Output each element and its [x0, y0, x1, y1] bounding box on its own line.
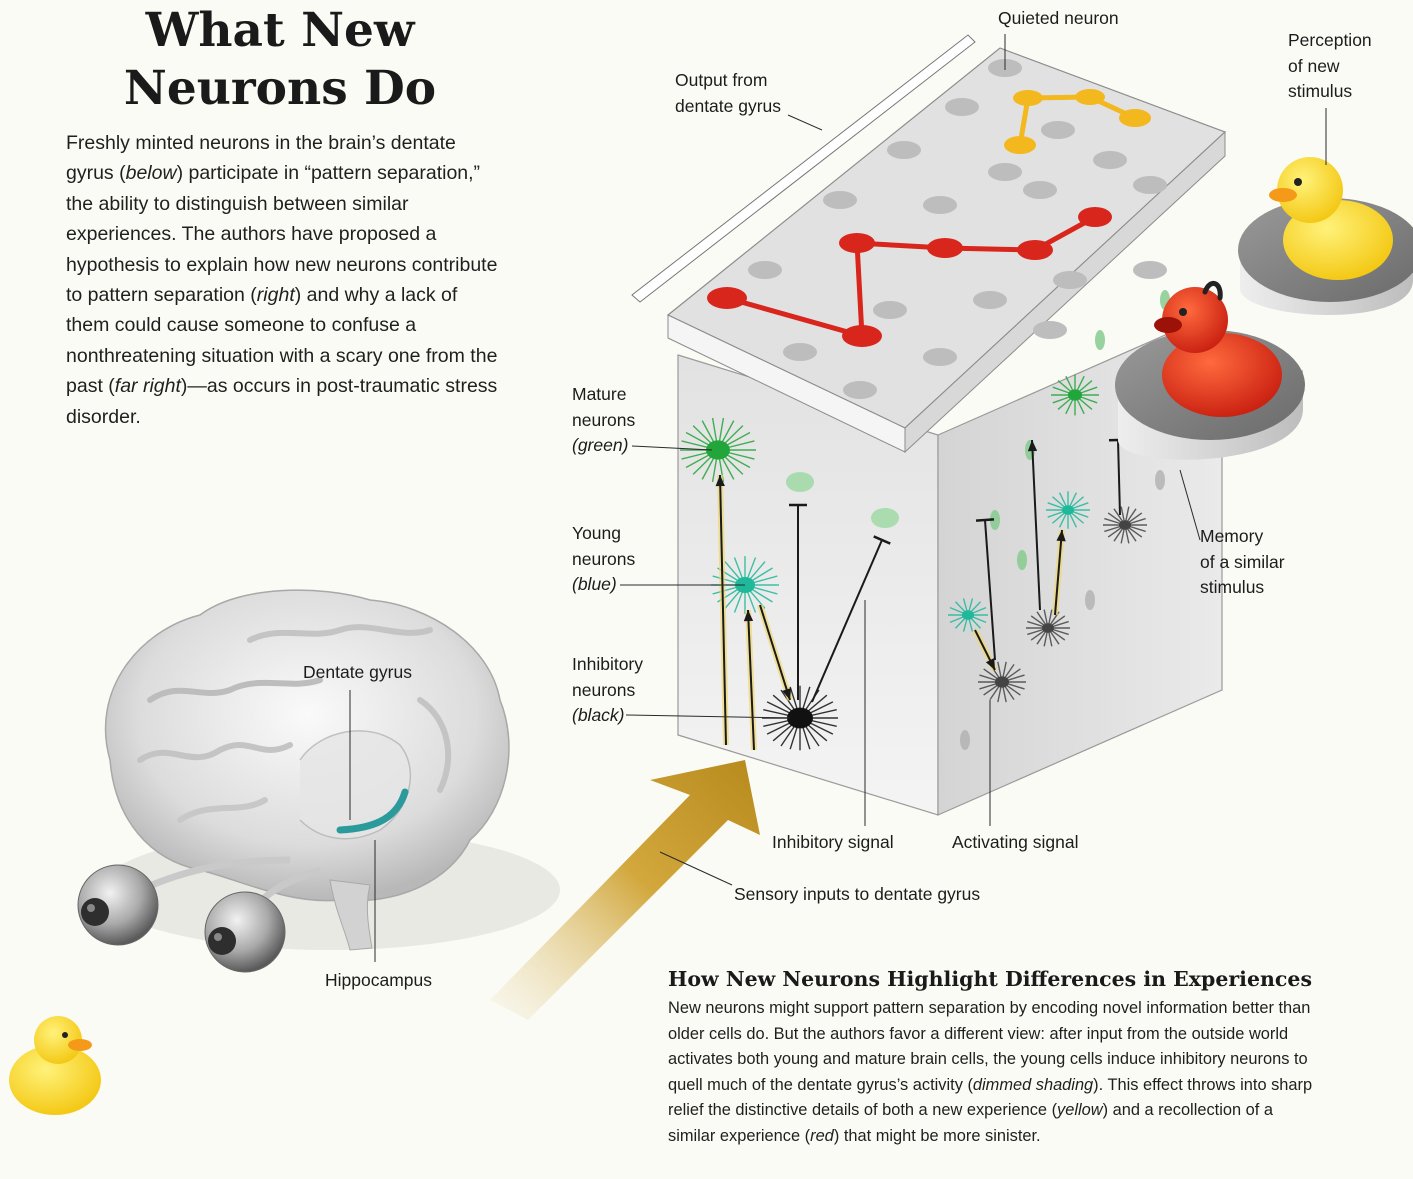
dimmed-neuron: [786, 472, 814, 492]
label-perception: Perception of new stimulus: [1288, 28, 1372, 105]
label-output: Output from dentate gyrus: [675, 68, 781, 119]
quieted-neuron-dot: [923, 196, 957, 214]
dimmed-neuron-side: [1085, 590, 1095, 610]
label-memory-line: Memory: [1200, 524, 1285, 550]
dimmed-neuron-side: [1095, 330, 1105, 350]
label-memory-line: of a similar: [1200, 550, 1285, 576]
label-activating-signal: Activating signal: [952, 830, 1078, 856]
quieted-neuron-dot: [945, 98, 979, 116]
caption-block: How New Neurons Highlight Differences in…: [668, 964, 1348, 1149]
quieted-neuron-dot: [1093, 151, 1127, 169]
quieted-neuron-dot: [748, 261, 782, 279]
quieted-neuron-dot: [1053, 271, 1087, 289]
mature-neuron-side: [1051, 375, 1099, 416]
dimmed-neuron-side: [1155, 470, 1165, 490]
label-mature-line: neurons: [572, 408, 635, 434]
label-perception-line: of new: [1288, 54, 1372, 80]
label-inhibitory-line: Inhibitory: [572, 652, 643, 678]
quieted-neuron-dot: [1023, 181, 1057, 199]
label-quieted-neuron: Quieted neuron: [998, 6, 1119, 32]
quieted-neuron-dot: [1133, 261, 1167, 279]
label-inhibitory-neurons: Inhibitory neurons (black): [572, 652, 643, 729]
quieted-neuron-dot: [1033, 321, 1067, 339]
quieted-neuron-dot: [923, 348, 957, 366]
caption-run: red: [810, 1127, 834, 1145]
intro-run: below: [126, 162, 177, 184]
quieted-neuron-dot: [973, 291, 1007, 309]
dimmed-neuron: [871, 508, 899, 528]
label-memory: Memory of a similar stimulus: [1200, 524, 1285, 601]
intro-paragraph: Freshly minted neurons in the brain’s de…: [66, 128, 506, 432]
label-inhibitory-line: neurons: [572, 678, 643, 704]
caption-text: New neurons might support pattern separa…: [668, 996, 1318, 1149]
label-young-line: Young: [572, 521, 635, 547]
rubber-duck-yellow-icon: [9, 1016, 101, 1115]
eyeball-icon: [78, 865, 158, 945]
label-mature-neurons: Mature neurons (green): [572, 382, 635, 459]
label-mature-line: Mature: [572, 382, 635, 408]
quieted-neuron-dot: [1041, 121, 1075, 139]
intro-run: right: [257, 284, 295, 306]
label-inhibitory-color: (black): [572, 703, 643, 729]
label-hippocampus: Hippocampus: [325, 968, 432, 994]
label-young-line: neurons: [572, 547, 635, 573]
quieted-neuron-dot: [887, 141, 921, 159]
label-inhibitory-signal: Inhibitory signal: [772, 830, 894, 856]
label-output-line: dentate gyrus: [675, 94, 781, 120]
label-memory-line: stimulus: [1200, 575, 1285, 601]
label-mature-color: (green): [572, 433, 635, 459]
caption-run: yellow: [1057, 1101, 1103, 1119]
label-sensory-inputs: Sensory inputs to dentate gyrus: [734, 882, 980, 908]
caption-heading: How New Neurons Highlight Differences in…: [668, 964, 1348, 994]
label-perception-line: Perception: [1288, 28, 1372, 54]
quieted-neuron-dot: [988, 163, 1022, 181]
young-neuron-side: [1046, 491, 1090, 528]
quieted-neuron-dot: [1133, 176, 1167, 194]
label-dentate-gyrus: Dentate gyrus: [303, 660, 412, 686]
dimmed-neuron-side: [1017, 550, 1027, 570]
dimmed-neuron-side: [960, 730, 970, 750]
label-young-neurons: Young neurons (blue): [572, 521, 635, 598]
label-output-line: Output from: [675, 68, 781, 94]
quieted-neuron-dot: [873, 301, 907, 319]
caption-run: ) that might be more sinister.: [834, 1127, 1041, 1145]
caption-run: dimmed shading: [973, 1076, 1093, 1094]
page-title: What New Neurons Do: [60, 2, 500, 118]
intro-run: far right: [115, 375, 181, 397]
eyeball-icon: [205, 892, 285, 972]
quieted-neuron-dot: [783, 343, 817, 361]
label-perception-line: stimulus: [1288, 79, 1372, 105]
quieted-neuron-dot: [843, 381, 877, 399]
quieted-neuron-dot: [823, 191, 857, 209]
label-young-color: (blue): [572, 572, 635, 598]
